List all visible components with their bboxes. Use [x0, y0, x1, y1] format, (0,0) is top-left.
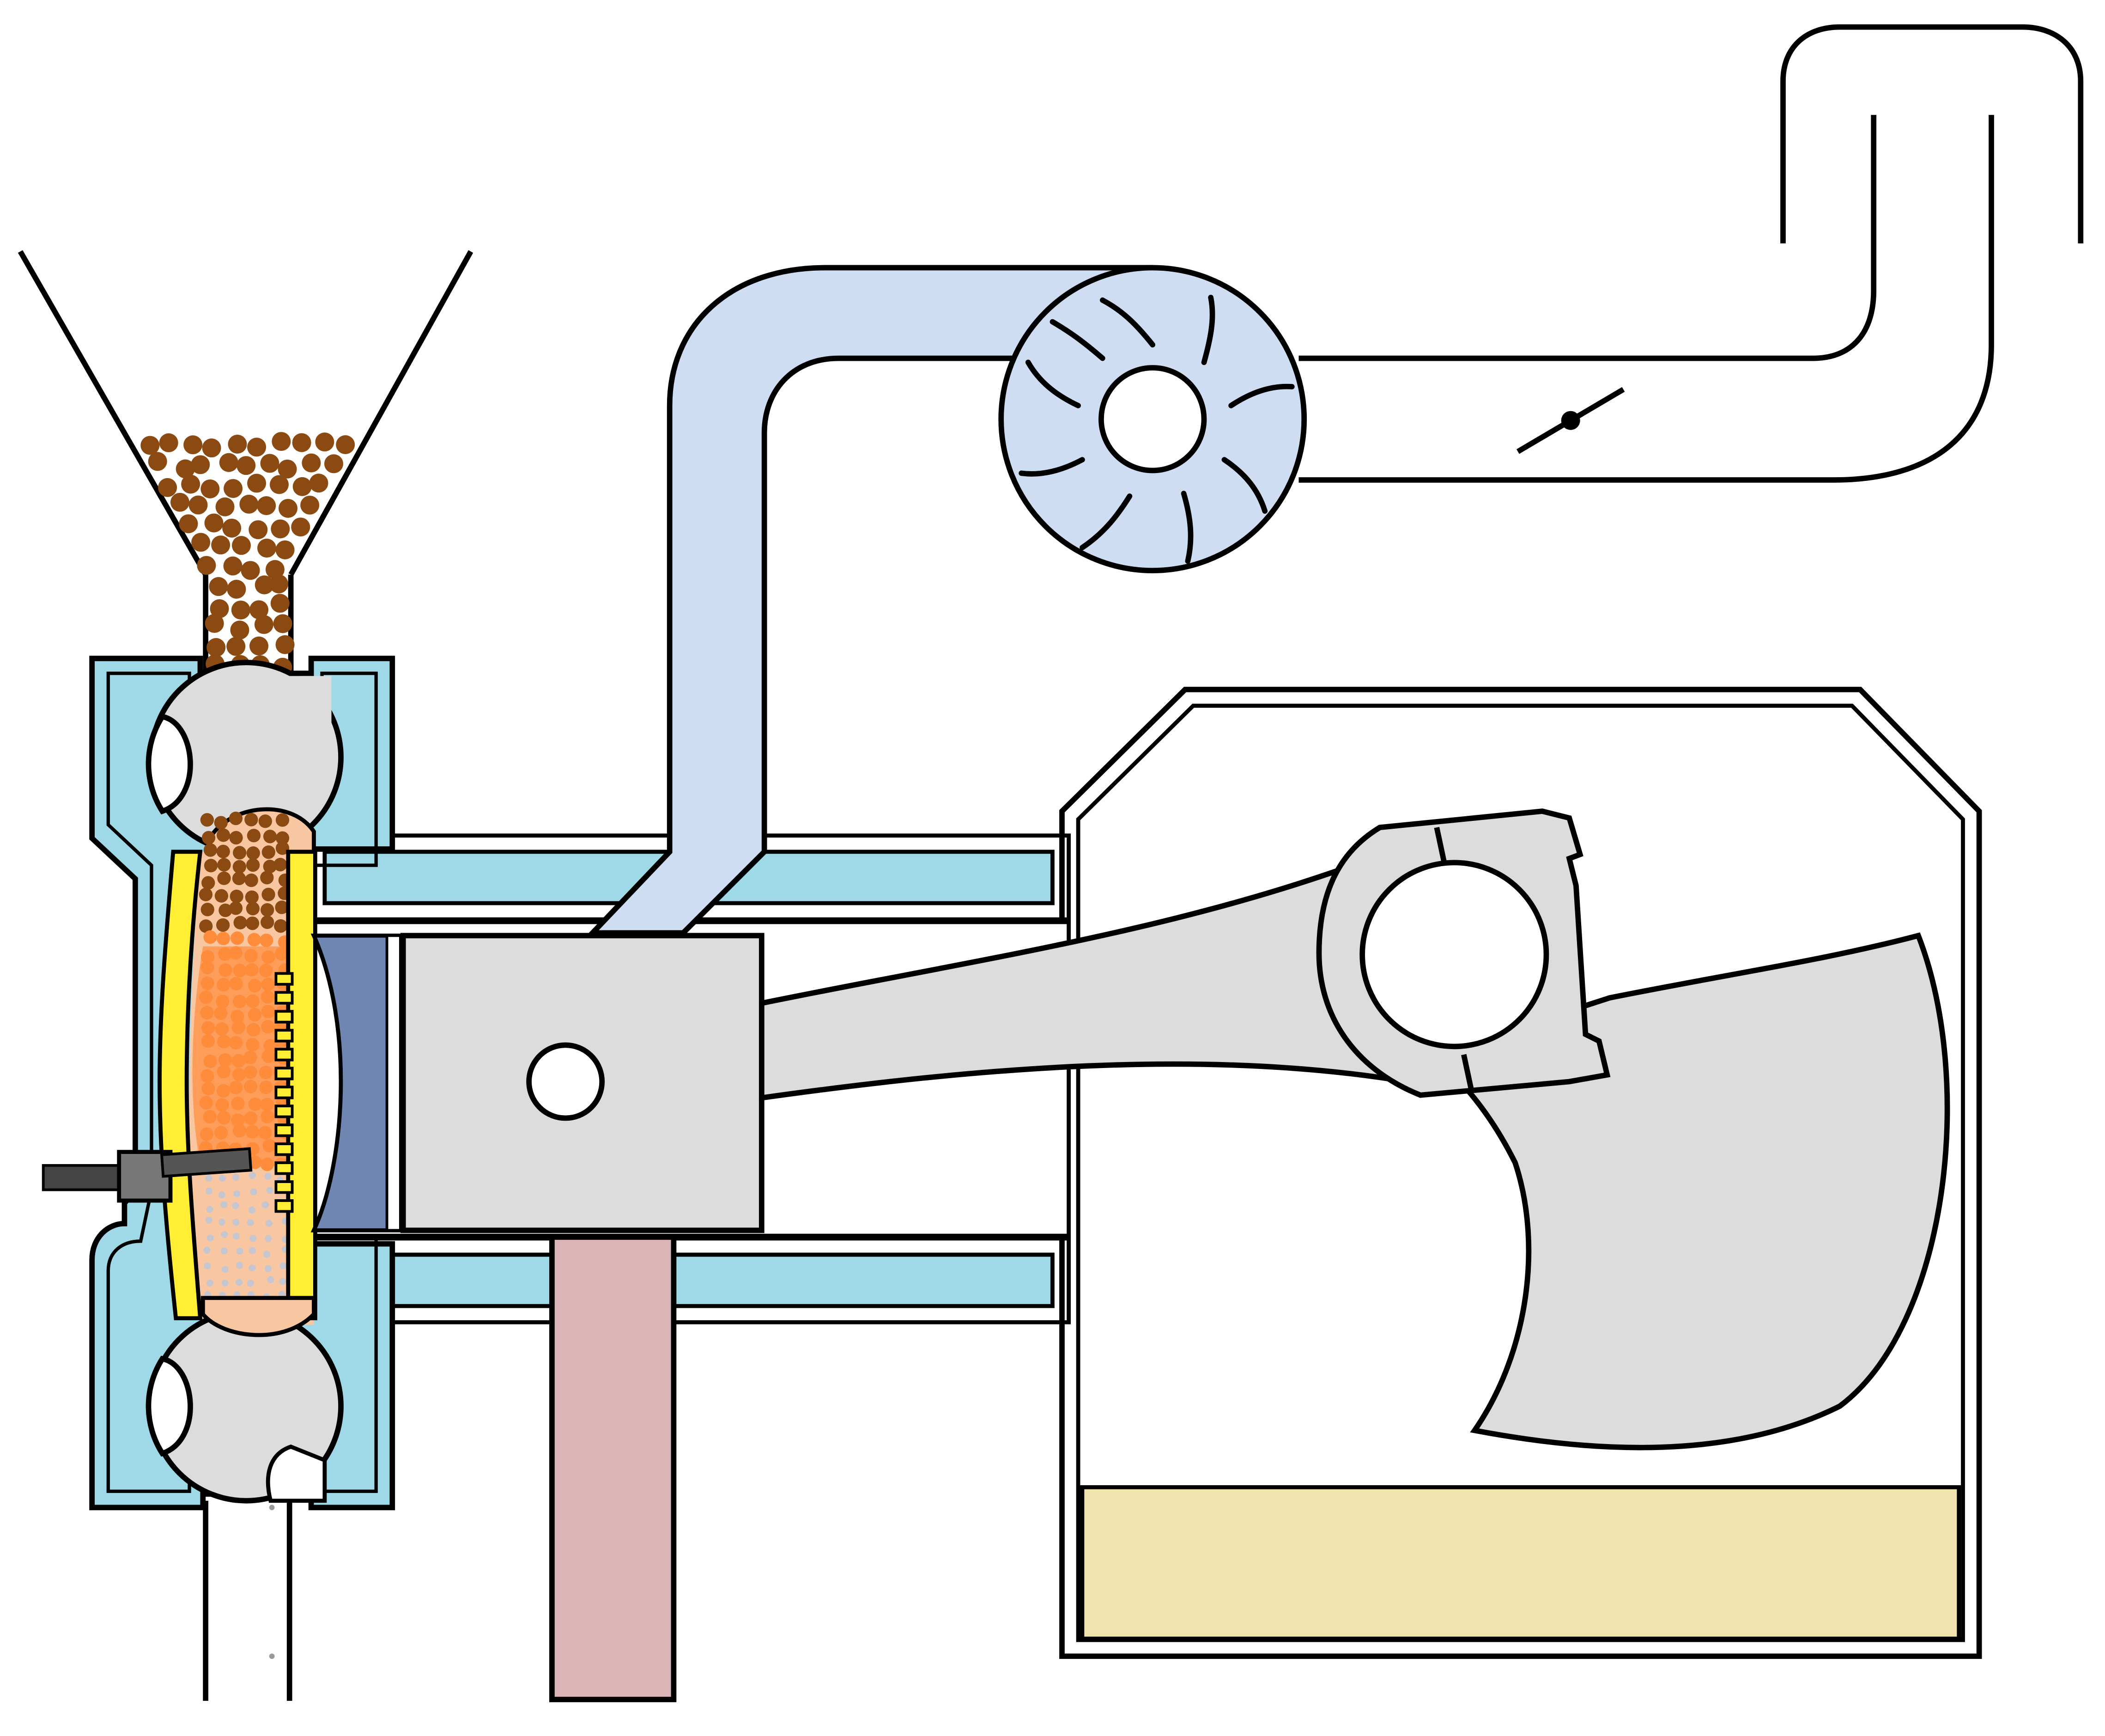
- crank-bearing: [1359, 860, 1549, 1050]
- lower-rotary-valve: [146, 1296, 344, 1504]
- ash-exhaust-pipe: [203, 1500, 292, 1701]
- turbo-compressor: [998, 265, 1307, 573]
- throttle-valve: [1516, 387, 1625, 454]
- oil-sump: [1080, 1485, 1961, 1641]
- intake-pipe: [1298, 24, 2084, 483]
- piston: [310, 933, 764, 1233]
- pushrod: [549, 1234, 677, 1702]
- fuel-hopper: [18, 250, 473, 701]
- fuel-injector: [42, 1147, 253, 1203]
- combustion-particles: [199, 811, 292, 1317]
- connecting-rod: [758, 808, 1611, 1101]
- liner-ports: [274, 972, 294, 1213]
- air-intake-duct: [586, 265, 1153, 936]
- piston-pin: [526, 1042, 605, 1121]
